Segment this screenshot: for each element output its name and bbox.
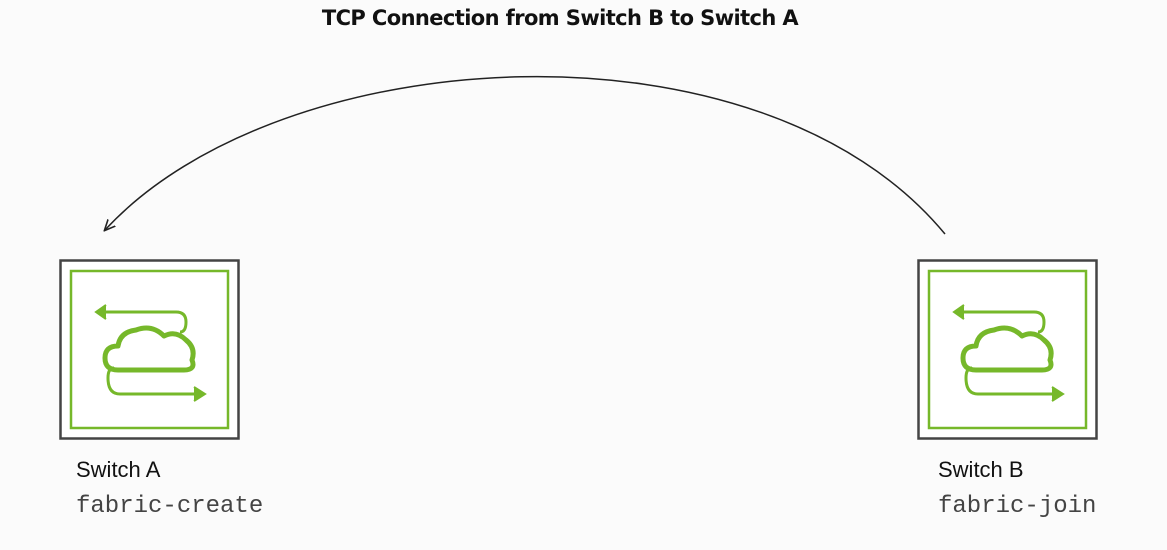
switch-b-label: Switch B [938, 457, 1024, 482]
cloud-sync-icon [919, 261, 1097, 439]
switch-b-box [919, 261, 1097, 439]
switch-a-command: fabric-create [76, 493, 264, 520]
cloud-sync-icon [61, 261, 239, 439]
tcp-connection-arrow [105, 75, 946, 235]
switch-b-command: fabric-join [938, 493, 1097, 520]
diagram-title: TCP Connection from Switch B to Switch A [321, 6, 799, 30]
switch-a-label: Switch A [76, 457, 161, 482]
switch-a-box [61, 261, 239, 439]
